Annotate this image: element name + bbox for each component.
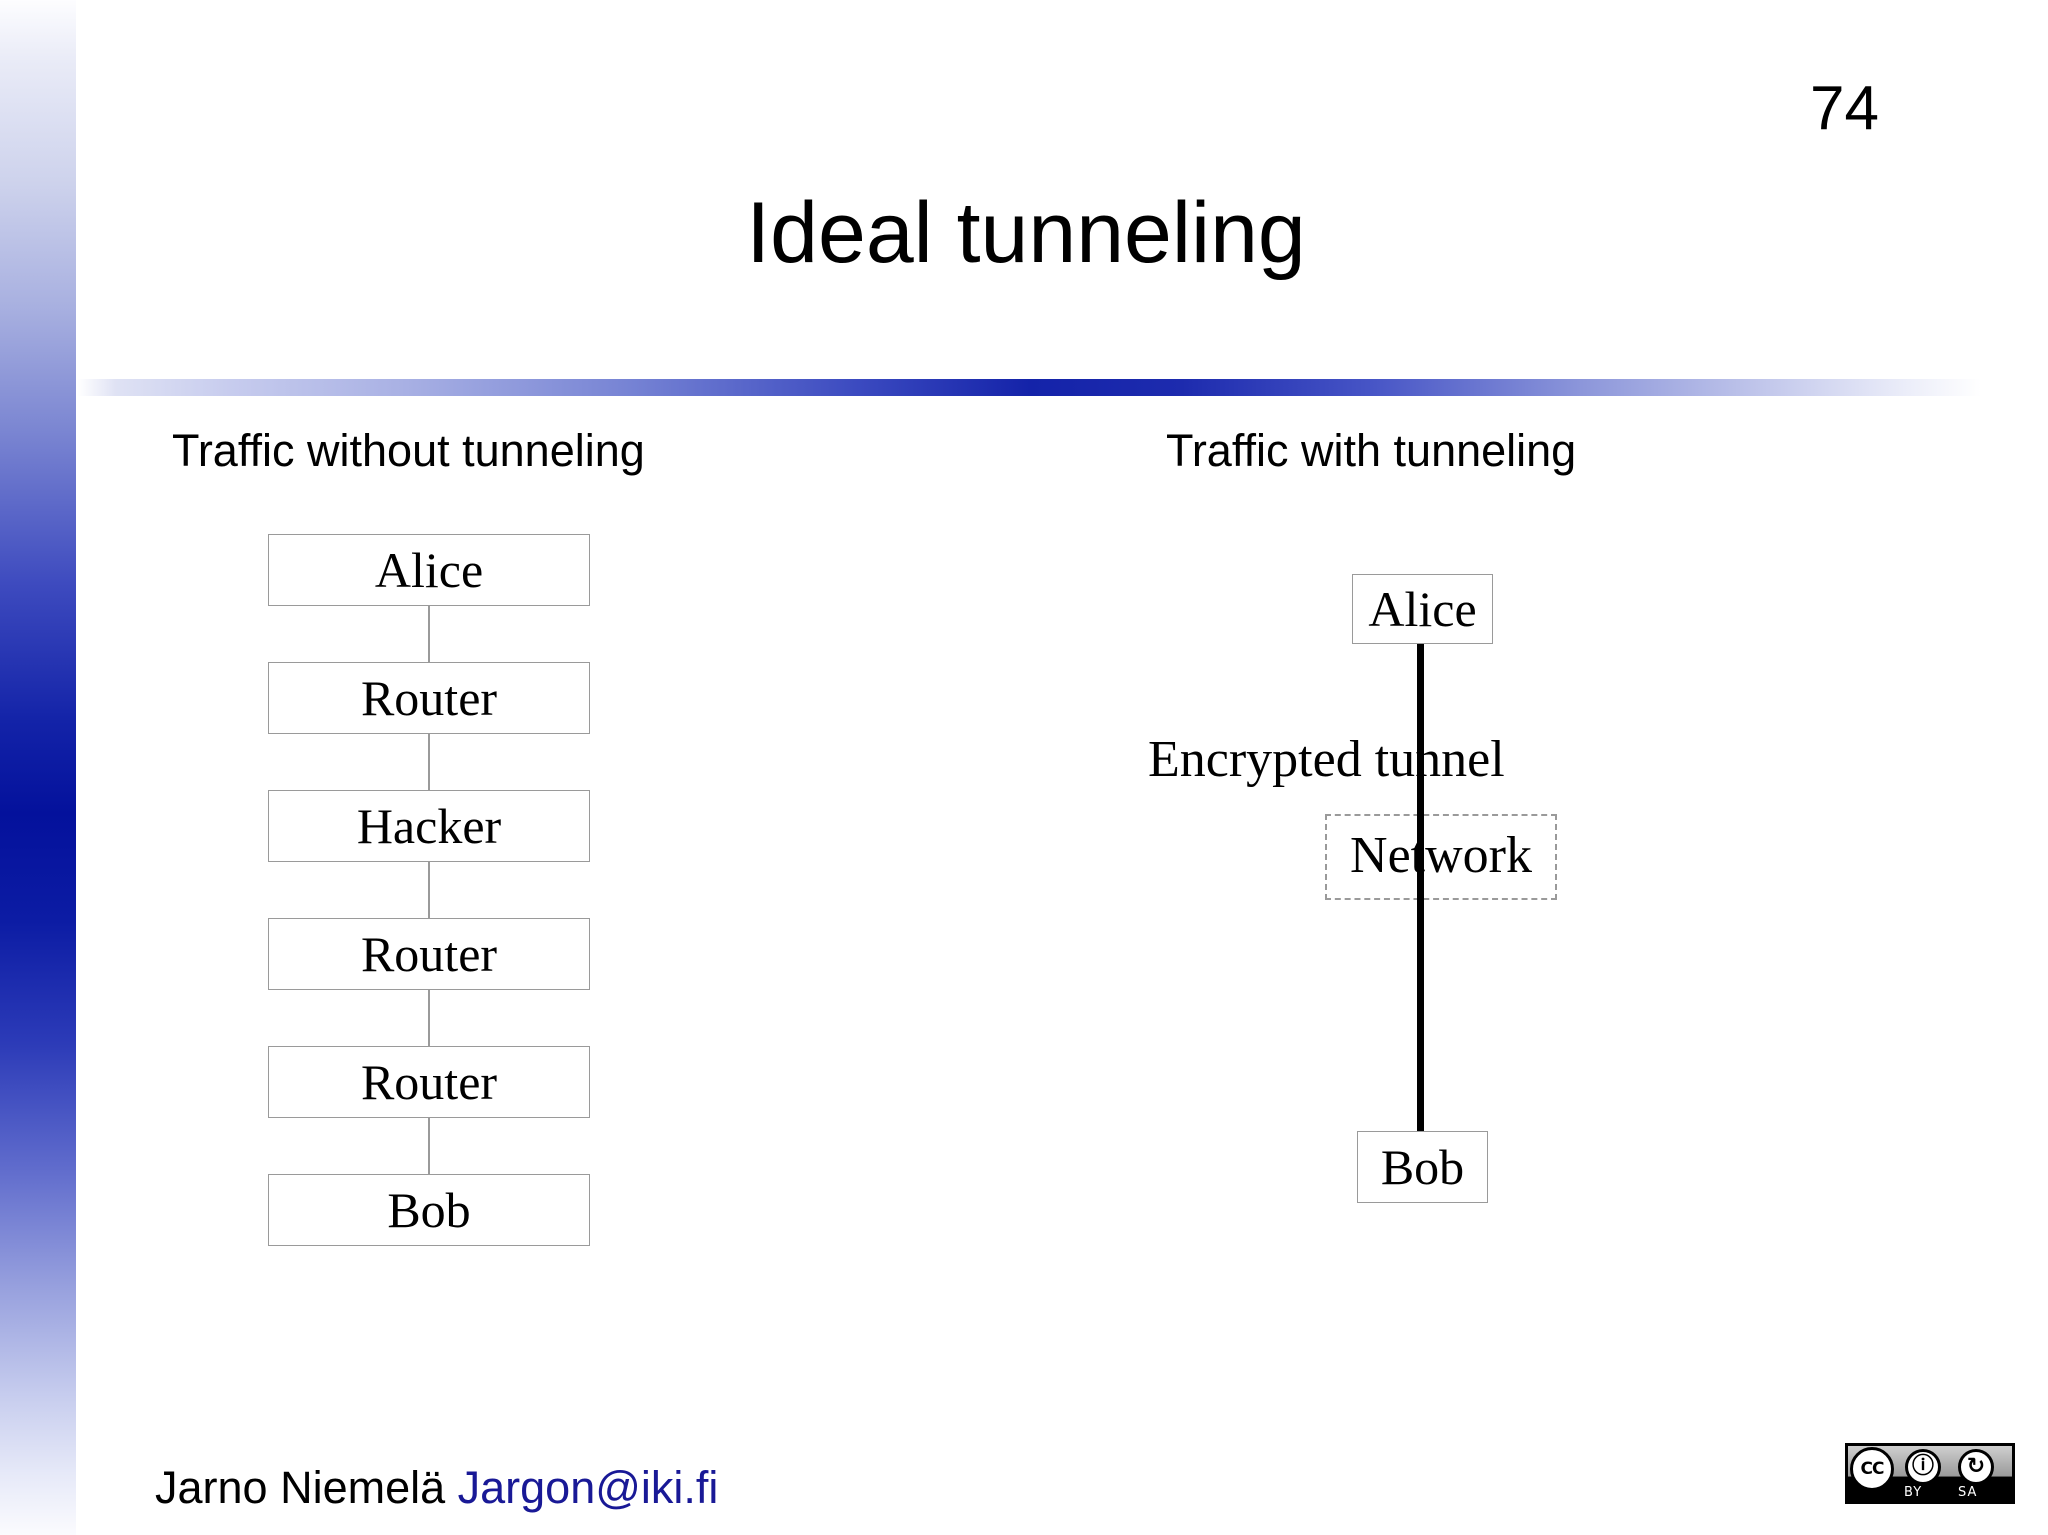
- cc-by-label: BY: [1904, 1485, 1923, 1500]
- cc-badge-inner: CC ⓘ ↻ BY SA: [1848, 1446, 2012, 1501]
- cc-sa-label: SA: [1958, 1485, 1978, 1500]
- footer-credit: Jarno Niemelä Jargon@iki.fi: [155, 1465, 718, 1510]
- right-column-heading: Traffic with tunneling: [1166, 425, 1577, 476]
- creative-commons-badge[interactable]: CC ⓘ ↻ BY SA: [1845, 1443, 2015, 1504]
- encrypted-tunnel-label: Encrypted tunnel: [1148, 731, 1505, 788]
- cc-attribution-icon: ⓘ: [1905, 1449, 1941, 1485]
- chain-connector-gap: [268, 604, 590, 664]
- cc-sharealike-icon: ↻: [1958, 1449, 1994, 1485]
- page-title: Ideal tunneling: [746, 185, 1306, 281]
- person-icon: ⓘ: [1911, 1454, 1934, 1479]
- node-box-router-2[interactable]: Router: [268, 918, 590, 990]
- footer-email-link[interactable]: Jargon@iki.fi: [457, 1462, 719, 1513]
- node-box-bob-tunnel[interactable]: Bob: [1357, 1131, 1488, 1203]
- connector-line: [428, 988, 430, 1048]
- chain-connector-gap: [268, 860, 590, 920]
- connector-line: [428, 860, 430, 920]
- diagram-with-tunneling: Alice Encrypted tunnel Network Bob: [1120, 534, 1820, 1234]
- connector-line: [428, 1116, 430, 1176]
- footer-author: Jarno Niemelä: [155, 1462, 458, 1513]
- title-divider: [78, 379, 1981, 396]
- connector-line: [428, 732, 430, 792]
- share-alike-icon: ↻: [1966, 1454, 1986, 1479]
- node-box-alice[interactable]: Alice: [268, 534, 590, 606]
- left-column-heading: Traffic without tunneling: [172, 425, 645, 476]
- page-number: 74: [1810, 74, 1879, 143]
- node-box-router-1[interactable]: Router: [268, 662, 590, 734]
- node-box-hacker[interactable]: Hacker: [268, 790, 590, 862]
- chain-connector-gap: [268, 732, 590, 792]
- chain-connector-gap: [268, 988, 590, 1048]
- chain-connector-gap: [268, 1116, 590, 1176]
- node-box-router-3[interactable]: Router: [268, 1046, 590, 1118]
- node-box-alice-tunnel[interactable]: Alice: [1352, 574, 1493, 644]
- node-box-bob[interactable]: Bob: [268, 1174, 590, 1246]
- chain-without-tunneling: Alice Router Hacker Router Router Bob: [268, 534, 590, 1246]
- network-cloud-box[interactable]: Network: [1325, 814, 1557, 900]
- connector-line: [428, 604, 430, 664]
- encrypted-tunnel-line: [1417, 638, 1424, 1134]
- cc-logo-icon: CC: [1850, 1447, 1894, 1491]
- decorative-sidebar-gradient: [0, 0, 76, 1535]
